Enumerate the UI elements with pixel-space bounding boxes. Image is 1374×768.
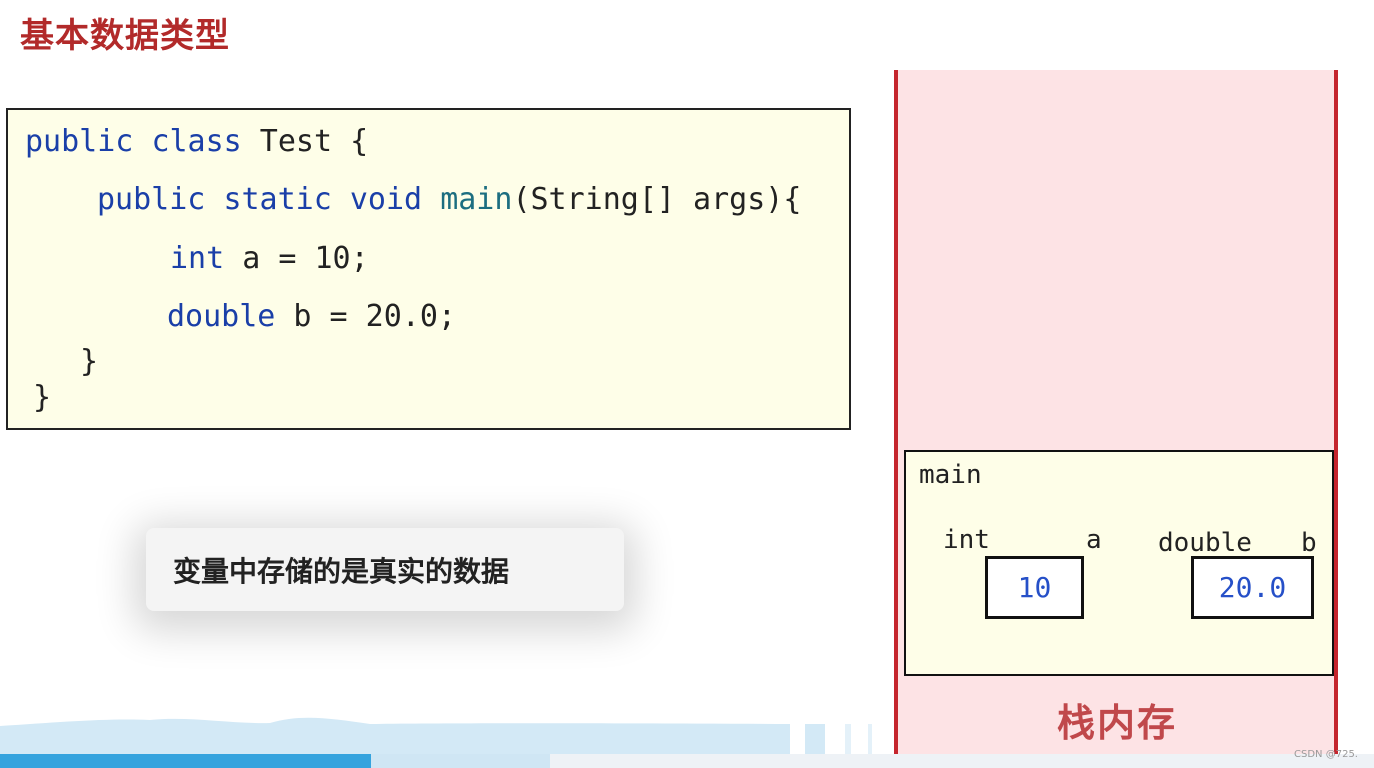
tip-callout: 变量中存储的是真实的数据 xyxy=(146,528,624,611)
video-progress-track[interactable] xyxy=(0,754,1374,768)
slide-title: 基本数据类型 xyxy=(20,16,230,56)
waveform-decoration xyxy=(0,717,872,754)
code-line-6: } xyxy=(33,380,52,415)
var-a-type: int xyxy=(943,525,990,555)
stack-memory-label: 栈内存 xyxy=(1057,701,1178,745)
var-a-name: a xyxy=(1086,525,1102,555)
code-line-3: int a = 10; xyxy=(170,241,369,277)
code-text: Test { xyxy=(241,124,369,159)
code-function: main xyxy=(440,182,513,217)
video-progress-bar[interactable] xyxy=(0,754,371,768)
code-keyword: int xyxy=(170,241,225,276)
code-keyword: void xyxy=(349,182,423,217)
code-text: b = 20.0; xyxy=(275,299,456,334)
code-keyword: class xyxy=(151,124,242,159)
var-b-name: b xyxy=(1301,528,1317,558)
var-b-type: double xyxy=(1158,528,1252,558)
watermark: CSDN @725. xyxy=(1294,749,1358,760)
code-keyword: public xyxy=(25,124,134,159)
code-line-4: double b = 20.0; xyxy=(167,299,456,335)
var-a-value-box: 10 xyxy=(985,556,1084,619)
code-line-1: public class Test { xyxy=(25,124,368,160)
code-keyword: double xyxy=(167,299,276,334)
code-line-2: public static void main(String[] args){ xyxy=(97,182,801,218)
var-b-value-box: 20.0 xyxy=(1191,556,1314,619)
code-text: a = 10; xyxy=(224,241,369,276)
frame-title: main xyxy=(919,460,982,490)
code-text: (String[] args){ xyxy=(512,182,802,217)
code-keyword: static xyxy=(223,182,332,217)
code-line-5: } xyxy=(80,344,99,379)
main-stack-frame: main int a 10 double b 20.0 xyxy=(904,450,1334,676)
code-block: public class Test { public static void m… xyxy=(6,108,851,430)
code-keyword: public xyxy=(97,182,206,217)
